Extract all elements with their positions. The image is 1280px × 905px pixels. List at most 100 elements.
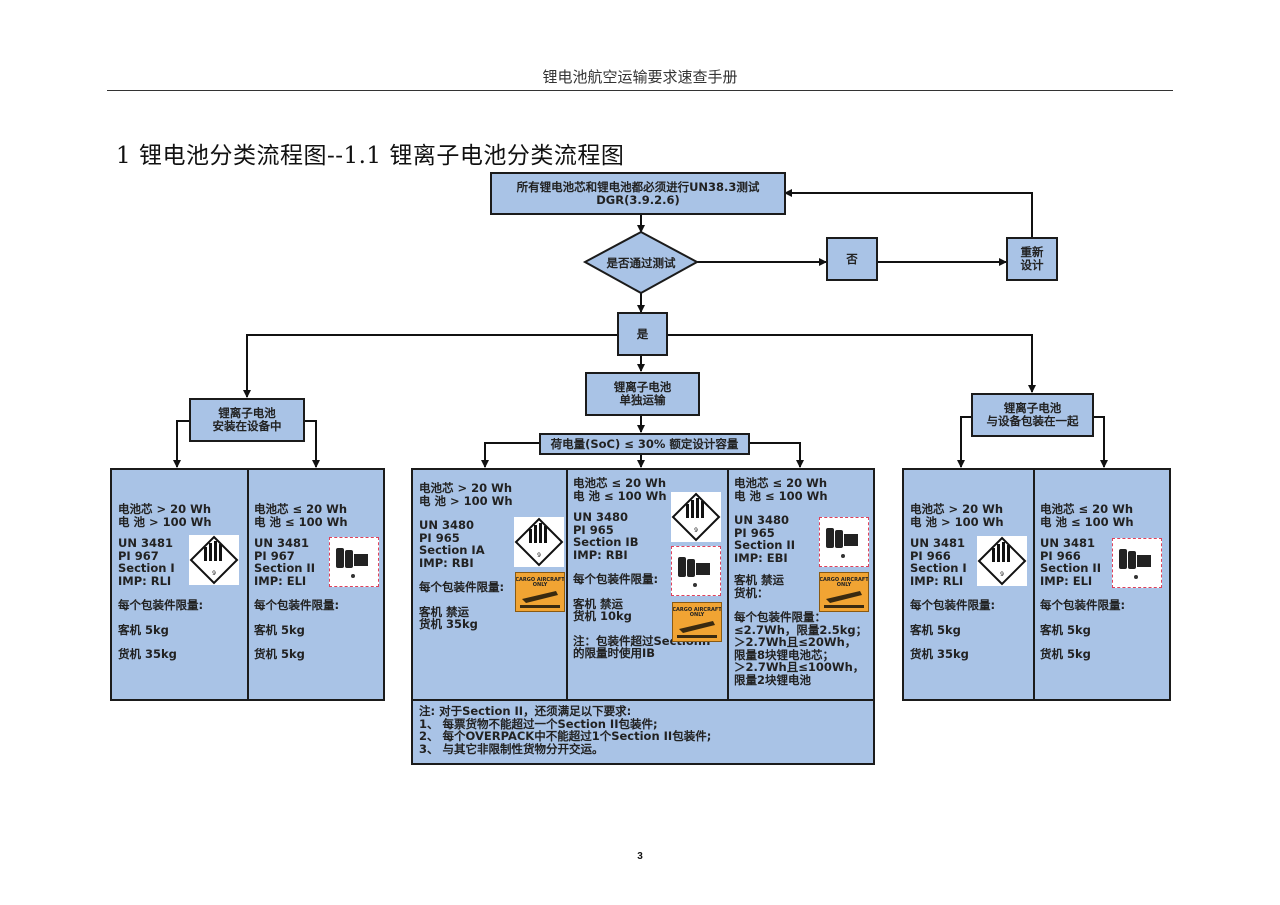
passenger-limit: 客机 5kg <box>254 622 305 637</box>
class-9-hazard-label-icon: 9 <box>977 536 1027 586</box>
cell-line: 电 池 ≤ 100 Wh <box>573 488 667 503</box>
test-box-line2: DGR(3.9.2.6) <box>596 192 680 207</box>
branch-standalone: 锂离子电池 单独运输 <box>585 372 700 416</box>
limit-title: 每个包装件限量: <box>910 598 996 612</box>
un38-test-box: 所有锂电池芯和锂电池都必须进行UN38.3测试 DGR(3.9.2.6) <box>490 172 786 215</box>
cell-in-equipment-section1: 电池芯 > 20 Wh 电 池 > 100 Wh UN 3481 PI 967 … <box>112 470 248 699</box>
imp-code: IMP: RLI <box>118 573 172 588</box>
cargo-limit: 货机 5kg <box>254 647 305 661</box>
un-number: UN 3480 <box>734 513 789 527</box>
cell-in-equipment-section2: 电池芯 ≤ 20 Wh 电 池 ≤ 100 Wh UN 3481 PI 967 … <box>248 470 385 699</box>
cargo-limit: 货机： <box>734 585 769 600</box>
panel-packed-with: 电池芯 > 20 Wh 电 池 > 100 Wh UN 3481 PI 966 … <box>902 468 1171 701</box>
passenger-limit: 客机 5kg <box>1040 622 1091 637</box>
note-line: 2、 每个OVERPACK中不能超过1个Section II包装件; <box>419 729 712 743</box>
note-line: 注: 对于Section II，还须满足以下要求: <box>419 704 632 718</box>
svg-text:9: 9 <box>694 527 698 534</box>
packing-instruction: PI 967 <box>254 548 295 563</box>
limit-title: 每个包装件限量: <box>419 580 505 594</box>
imp-code: IMP: RLI <box>910 573 964 588</box>
yes-box: 是 <box>617 312 668 356</box>
limit-title: 每个包装件限量： <box>734 610 826 624</box>
branch-standalone-line1: 锂离子电池 <box>613 380 672 394</box>
packing-instruction: PI 965 <box>573 522 614 537</box>
lithium-battery-mark-icon <box>1112 538 1162 588</box>
section-title: 1 锂电池分类流程图--1.1 锂离子电池分类流程图 <box>116 143 625 169</box>
no-box: 否 <box>826 237 878 281</box>
imp-code: IMP: RBI <box>573 547 628 562</box>
panel-divider <box>566 470 568 699</box>
passenger-limit: 客机 禁运 <box>734 573 785 587</box>
lithium-battery-mark-icon <box>329 537 379 587</box>
arrow-soc-to-col1 <box>481 442 540 468</box>
packing-instruction: PI 965 <box>734 525 775 540</box>
svg-text:9: 9 <box>537 552 541 559</box>
decision-label: 是否通过测试 <box>606 256 676 270</box>
class-9-hazard-label-icon: 9 <box>189 535 239 585</box>
limit-title: 每个包装件限量: <box>118 598 204 612</box>
packing-instruction: PI 965 <box>419 530 460 545</box>
cargo-limit: 货机 10kg <box>573 609 632 623</box>
branch-packed-with-line1: 锂离子电池 <box>1003 401 1062 415</box>
un-number: UN 3481 <box>1040 536 1095 550</box>
cell-line: 电 池 ≤ 100 Wh <box>254 514 348 529</box>
un-number: UN 3481 <box>254 536 309 550</box>
svg-text:9: 9 <box>1000 571 1004 578</box>
branch-in-equipment: 锂离子电池 安装在设备中 <box>189 398 305 442</box>
arrow-yes-to-in-equipment <box>243 334 617 398</box>
cargo-limit: 货机 35kg <box>910 647 969 661</box>
arrow-packed-with-to-col2 <box>1093 416 1108 468</box>
branch-packed-with-line2: 与设备包装在一起 <box>986 414 1079 428</box>
cell-line: 电 池 > 100 Wh <box>419 493 513 508</box>
packing-instruction: PI 966 <box>1040 548 1081 563</box>
cell-line: 电 池 > 100 Wh <box>118 514 212 529</box>
section: Section IB <box>573 535 639 549</box>
panel-divider <box>247 470 249 699</box>
note-line: 1、 每票货物不能超过一个Section II包装件; <box>419 716 658 731</box>
limit-line: 限量8块锂电池芯； <box>734 647 835 662</box>
cell-line: 电 池 ≤ 100 Wh <box>734 488 828 503</box>
arrow-packed-with-to-col1 <box>957 416 972 468</box>
page-number: 3 <box>637 851 643 862</box>
class-9-hazard-label-icon: 9 <box>514 517 564 567</box>
test-box-line1: 所有锂电池芯和锂电池都必须进行UN38.3测试 <box>516 179 760 194</box>
limit-line: 限量2块锂电池 <box>734 672 812 687</box>
cell-line: 电 池 > 100 Wh <box>910 514 1004 529</box>
limit-line: ＞2.7Wh且≤100Wh， <box>734 660 865 674</box>
lithium-battery-mark-icon <box>819 517 869 567</box>
svg-text:ONLY: ONLY <box>837 582 852 588</box>
cargo-limit: 货机 35kg <box>118 647 177 661</box>
svg-text:CARGO AIRCRAFT: CARGO AIRCRAFT <box>516 577 564 583</box>
running-header: 锂电池航空运输要求速查手册 <box>542 68 738 86</box>
panel-in-equipment: 电池芯 > 20 Wh 电 池 > 100 Wh UN 3481 PI 967 … <box>110 468 385 701</box>
cell-line: 电池芯 ≤ 20 Wh <box>254 502 348 516</box>
limit-line: ≤2.7Wh，限量2.5kg； <box>734 622 868 637</box>
panel-standalone: 电池芯 > 20 Wh 电 池 > 100 Wh UN 3480 PI 965 … <box>411 468 875 701</box>
section: Section II <box>1040 561 1101 575</box>
imp-code: IMP: ELI <box>254 573 307 588</box>
un-number: UN 3481 <box>910 536 965 550</box>
svg-text:CARGO AIRCRAFT: CARGO AIRCRAFT <box>673 607 721 613</box>
limit-title: 每个包装件限量: <box>573 572 659 586</box>
redesign-line2: 设计 <box>1020 258 1044 272</box>
decision-diamond <box>582 230 700 295</box>
cell-standalone-section-ii: 电池芯 ≤ 20 Wh 电 池 ≤ 100 Wh UN 3480 PI 965 … <box>728 470 875 699</box>
branch-standalone-line2: 单独运输 <box>619 393 666 407</box>
lithium-battery-mark-icon <box>671 546 721 596</box>
un-number: UN 3480 <box>573 510 628 524</box>
redesign-box: 重新 设计 <box>1006 237 1058 281</box>
cell-line: 电池芯 ≤ 20 Wh <box>573 476 667 490</box>
imp-code: IMP: EBI <box>734 550 788 565</box>
cell-line: 电 池 ≤ 100 Wh <box>1040 514 1134 529</box>
cell-packed-with-section2: 电池芯 ≤ 20 Wh 电 池 ≤ 100 Wh UN 3481 PI 966 … <box>1034 470 1171 699</box>
section: Section II <box>734 538 795 552</box>
soc-box: 荷电量(SoC) ≤ 30% 额定设计容量 <box>539 433 750 455</box>
arrow-yes-to-packed-with <box>667 334 1036 393</box>
passenger-limit: 客机 5kg <box>910 622 961 637</box>
cell-packed-with-section1: 电池芯 > 20 Wh 电 池 > 100 Wh UN 3481 PI 966 … <box>904 470 1034 699</box>
cell-line: 电池芯 ≤ 20 Wh <box>734 476 828 490</box>
arrow-redesign-to-test <box>784 189 1033 238</box>
branch-packed-with: 锂离子电池 与设备包装在一起 <box>971 393 1094 437</box>
